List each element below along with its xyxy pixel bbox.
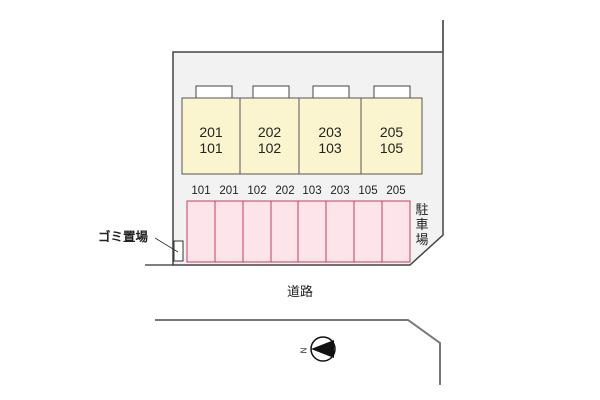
parking-area (186, 200, 411, 263)
parking-space (297, 200, 327, 263)
parking-space-number: 201 (219, 185, 239, 197)
unit-lower: 101 (199, 140, 223, 156)
parking-label-char: 車 (415, 218, 429, 233)
parking-space (186, 200, 216, 263)
road-edge (155, 319, 441, 385)
balcony (373, 85, 411, 99)
building-unit (298, 97, 362, 175)
parking-space (270, 200, 299, 263)
unit-lower: 105 (379, 140, 404, 156)
compass-north-label: N (299, 347, 309, 354)
balcony (252, 85, 290, 99)
unit-upper: 201 (199, 124, 223, 140)
parking-space (325, 200, 355, 263)
road-label: 道路 (286, 285, 313, 300)
unit-label: 205 105 (361, 124, 422, 156)
north-arrow-icon (310, 336, 336, 362)
garbage-label: ゴミ置場 (98, 229, 149, 244)
parking-space (242, 200, 272, 263)
parking-label-char: 場 (415, 233, 429, 248)
parking-space-number: 205 (386, 185, 406, 197)
unit-upper: 203 (318, 124, 342, 140)
parking-space-number: 103 (302, 185, 322, 197)
unit-lower: 102 (257, 140, 282, 156)
balcony (195, 85, 233, 99)
parking-space-number: 203 (330, 185, 350, 197)
unit-label: 202 102 (240, 124, 299, 156)
building-unit (360, 97, 423, 175)
balcony (312, 85, 350, 99)
parking-space (353, 200, 383, 263)
parking-space-number: 102 (247, 185, 267, 197)
parking-space (214, 200, 244, 263)
parking-label: 駐 車 場 (414, 203, 430, 248)
building-unit (181, 97, 241, 175)
parking-space (381, 200, 411, 263)
unit-lower: 103 (318, 140, 342, 156)
unit-upper: 202 (257, 124, 282, 140)
unit-upper: 205 (379, 124, 404, 140)
parking-space-number: 101 (191, 185, 211, 197)
parking-label-char: 駐 (415, 203, 429, 218)
unit-label: 201 101 (182, 124, 240, 156)
garbage-leader-line (154, 237, 179, 253)
parking-space-number: 105 (358, 185, 378, 197)
garbage-area (173, 240, 184, 262)
unit-label: 203 103 (299, 124, 361, 156)
parking-space-number: 202 (275, 185, 295, 197)
